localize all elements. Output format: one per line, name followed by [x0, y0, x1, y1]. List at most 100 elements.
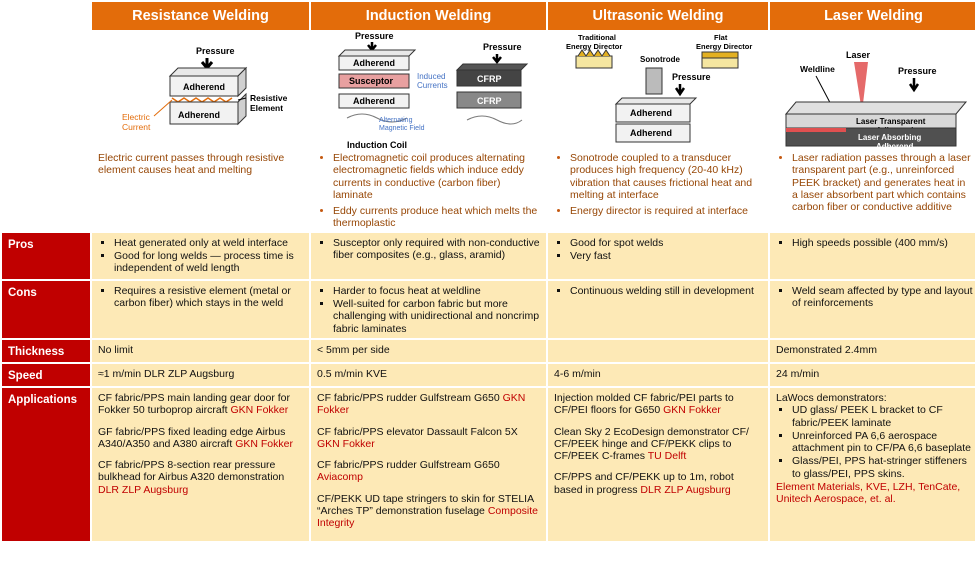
- org-name: GKN Fokker: [230, 404, 289, 417]
- speed-ultrasonic: 4-6 m/min: [548, 363, 768, 386]
- resistance-adherend-bottom: Adherend: [178, 110, 220, 120]
- row-label-applications: Applications: [2, 387, 90, 541]
- thickness-induction: < 5mm per side: [311, 339, 546, 362]
- list-item: CF fabric/PPS rudder Gulfstream G650 GKN…: [317, 391, 526, 417]
- desc-label-cell: [2, 32, 90, 231]
- pressure-arrow-icon: [200, 58, 214, 71]
- laser-label: Laser: [846, 50, 871, 60]
- cfrp-bottom-label: CFRP: [477, 96, 502, 106]
- speed-laser: 24 m/min: [770, 363, 975, 386]
- list-item: CF/PEKK UD tape stringers to skin for ST…: [317, 492, 539, 530]
- list-item: Susceptor only required with non-conduct…: [333, 237, 542, 262]
- org-name: Composite Integrity: [317, 505, 539, 530]
- sonotrode-label: Sonotrode: [640, 55, 681, 64]
- header-laser: Laser Welding: [770, 2, 975, 30]
- org-name: DLR ZLP Augsburg: [640, 483, 731, 496]
- cons-laser: Weld seam affected by type and layout of…: [770, 280, 975, 338]
- list-item: Glass/PEI, PPS hat-stringer stiffeners t…: [792, 455, 973, 480]
- pros-ultrasonic: Good for spot welds Very fast: [548, 232, 768, 279]
- list-item: Good for long welds — process time is in…: [114, 250, 305, 275]
- list-item: Injection molded CF fabric/PEI parts to …: [554, 391, 734, 417]
- pros-induction: Susceptor only required with non-conduct…: [311, 232, 546, 279]
- applications-resistance: CF fabric/PPS main landing gear door for…: [92, 387, 309, 541]
- cons-ultrasonic: Continuous welding still in development: [548, 280, 768, 338]
- pressure-arrow-icon: [674, 84, 686, 97]
- list-item: Well-suited for carbon fabric but more c…: [333, 298, 542, 335]
- org-name: GKN Fokker: [317, 391, 526, 417]
- list-item: CF fabric/PPS rudder Gulfstream G650 Avi…: [317, 459, 500, 484]
- list-item: GF fabric/PPS fixed leading edge Airbus …: [98, 425, 293, 450]
- pros-laser: High speeds possible (400 mm/s): [770, 232, 975, 279]
- ultrasonic-desc-1: Sonotrode coupled to a transducer produc…: [570, 152, 764, 201]
- induction-adherend-bottom: Adherend: [353, 96, 395, 106]
- laser-description-list: Laser radiation passes through a laser t…: [776, 152, 973, 213]
- pressure-arrow-icon: [492, 54, 502, 65]
- org-name: GKN Fokker: [235, 437, 293, 450]
- induction-coil-right-icon: [466, 115, 523, 125]
- row-label-thickness: Thickness: [2, 339, 90, 362]
- corner-cell: [2, 2, 90, 30]
- induction-coil-icon: [346, 113, 408, 123]
- comparison-table: Resistance Welding Induction Welding Ult…: [0, 0, 975, 543]
- list-item: Heat generated only at weld interface: [114, 237, 305, 249]
- susceptor-label: Susceptor: [349, 76, 394, 86]
- pros-resistance: Heat generated only at weld interface Go…: [92, 232, 309, 279]
- list-item: CF fabric/PPS 8-section rear pressure bu…: [98, 459, 285, 496]
- resistance-description: Electric current passes through resistiv…: [98, 152, 285, 177]
- speed-resistance: ≈1 m/min DLR ZLP Augsburg: [92, 363, 309, 386]
- cons-resistance: Requires a resistive element (metal or c…: [92, 280, 309, 338]
- applications-ultrasonic: Injection molded CF fabric/PEI parts to …: [548, 387, 768, 541]
- resistance-pressure-label: Pressure: [196, 46, 235, 56]
- laser-desc-1: Laser radiation passes through a laser t…: [792, 152, 973, 213]
- ultrasonic-desc-2: Energy director is required at interface: [570, 205, 764, 217]
- thickness-resistance: No limit: [92, 339, 309, 362]
- header-ultrasonic: Ultrasonic Welding: [548, 2, 768, 30]
- desc-induction: Pressure Adherend Susceptor Adherend Ind…: [311, 31, 546, 231]
- header-induction: Induction Welding: [311, 2, 546, 30]
- induction-pressure-left: Pressure: [355, 32, 394, 41]
- laser-apps-intro: LaWocs demonstrators:: [776, 391, 887, 404]
- induction-coil-label: Induction Coil: [347, 140, 407, 150]
- list-item: Requires a resistive element (metal or c…: [114, 285, 305, 310]
- resistive-element-icon: [171, 97, 233, 103]
- ultrasonic-description-list: Sonotrode coupled to a transducer produc…: [554, 152, 764, 217]
- header-resistance: Resistance Welding: [92, 2, 309, 30]
- applications-laser: LaWocs demonstrators: UD glass/ PEEK L b…: [770, 387, 975, 541]
- org-name: GKN Fokker: [663, 404, 721, 417]
- induction-illustration: Pressure Adherend Susceptor Adherend Ind…: [337, 31, 529, 150]
- applications-induction: CF fabric/PPS rudder Gulfstream G650 GKN…: [311, 387, 546, 541]
- laser-illustration: Laser Weldline Pressure Laser Transparen…: [784, 50, 968, 151]
- induction-desc-1: Electromagnetic coil produces alternatin…: [333, 152, 542, 201]
- list-item: High speeds possible (400 mm/s): [792, 237, 973, 249]
- desc-laser: Laser Weldline Pressure Laser Transparen…: [770, 32, 975, 231]
- laser-pressure-label: Pressure: [898, 66, 937, 76]
- list-item: Very fast: [570, 250, 764, 262]
- org-name: TU Delft: [647, 450, 687, 463]
- induction-adherend-top: Adherend: [353, 58, 395, 68]
- list-item: Unreinforced PA 6,6 aerospace attachment…: [792, 430, 973, 455]
- row-label-cons: Cons: [2, 280, 90, 338]
- list-item: Clean Sky 2 EcoDesign demonstrator CF/ C…: [554, 425, 749, 463]
- induction-description-list: Electromagnetic coil produces alternatin…: [317, 152, 542, 230]
- resistance-adherend-top: Adherend: [183, 82, 225, 92]
- laser-beam-icon: [854, 62, 868, 112]
- list-item: Good for spot welds: [570, 237, 764, 249]
- row-label-pros: Pros: [2, 232, 90, 279]
- list-item: CF fabric/PPS elevator Dassault Falcon 5…: [317, 425, 518, 450]
- org-name: Element Materials, KVE, LZH, TenCate, Un…: [776, 481, 961, 506]
- cfrp-top-label: CFRP: [477, 74, 502, 84]
- thickness-ultrasonic: [548, 339, 768, 362]
- list-item: Weld seam affected by type and layout of…: [792, 285, 973, 310]
